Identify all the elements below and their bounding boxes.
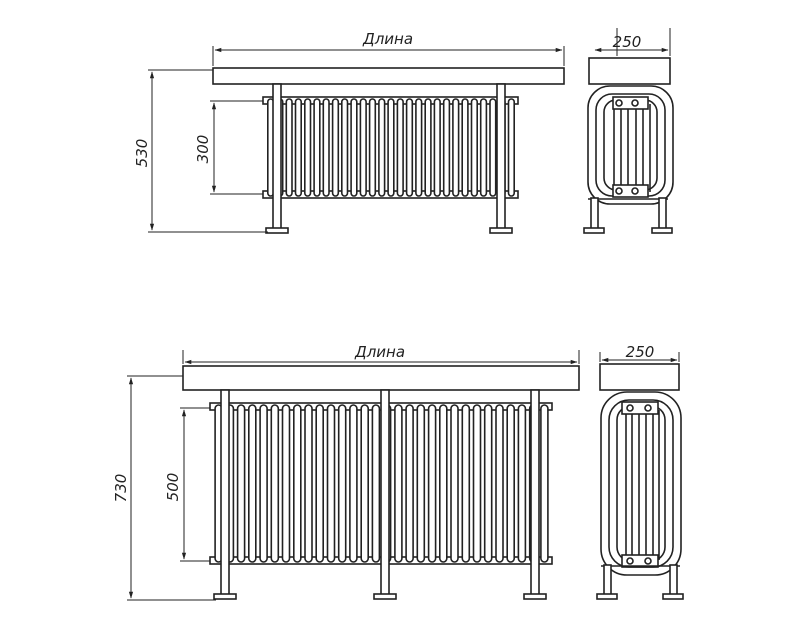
- radiator-tube: [540, 404, 549, 563]
- depth-label-short: 250: [613, 33, 642, 51]
- side-view-short-bench: [583, 28, 674, 234]
- dimensions-tall-bench: [127, 350, 580, 601]
- radiator-tube: [470, 98, 478, 197]
- radiator-tube: [360, 404, 370, 563]
- radiator-tube: [506, 404, 516, 563]
- radiator-tube: [415, 98, 423, 197]
- radiator-tube: [507, 98, 515, 197]
- radiator-tube: [405, 98, 414, 197]
- radiator-tube: [281, 404, 291, 563]
- length-label-short: Длина: [362, 30, 413, 48]
- radiator-tube: [322, 98, 330, 197]
- height-radiator-label-tall: 500: [164, 473, 182, 502]
- radiator-tube: [315, 404, 325, 563]
- front-view-short-bench: [212, 67, 565, 234]
- radiator-tube: [303, 98, 312, 197]
- radiator-tube: [270, 404, 280, 563]
- radiator-tube: [479, 98, 488, 197]
- depth-label-tall: 250: [626, 343, 655, 361]
- height-radiator-label-short: 300: [194, 135, 212, 164]
- radiator-tube: [495, 404, 504, 563]
- dimensions-short-bench: [148, 46, 565, 233]
- radiator-tube: [433, 98, 441, 197]
- radiator-tube: [294, 98, 302, 197]
- radiator-tube: [292, 404, 302, 563]
- radiator-tube: [438, 404, 448, 563]
- radiator-tube: [517, 404, 527, 563]
- radiator-tube: [248, 404, 257, 563]
- radiator-tube: [442, 98, 451, 197]
- radiator-tube: [236, 404, 246, 563]
- radiator-tube: [387, 98, 395, 197]
- radiator-tube: [285, 98, 293, 197]
- radiator-tube: [326, 404, 336, 563]
- radiator-tube: [424, 98, 432, 197]
- height-total-label-tall: 730: [112, 474, 130, 503]
- front-view-tall-bench: [182, 365, 580, 600]
- length-label-tall: Длина: [354, 343, 405, 361]
- radiator-tube: [452, 98, 460, 197]
- radiator-tube: [313, 98, 321, 197]
- radiator-tube: [483, 404, 493, 563]
- radiator-tube: [368, 98, 377, 197]
- radiator-tubes: [266, 98, 515, 197]
- radiator-tube: [450, 404, 459, 563]
- radiator-tube: [371, 404, 381, 563]
- radiator-tube: [337, 404, 347, 563]
- radiator-tube: [378, 98, 386, 197]
- radiator-tube: [394, 404, 403, 563]
- radiator-tube: [405, 404, 414, 563]
- radiator-tube: [461, 98, 469, 197]
- radiator-tube: [349, 404, 358, 563]
- radiator-tube: [472, 404, 482, 563]
- height-total-label-short: 530: [133, 139, 151, 168]
- radiator-tube: [461, 404, 471, 563]
- radiator-tube: [331, 98, 340, 197]
- radiator-tube: [489, 98, 497, 197]
- radiator-tube: [350, 98, 358, 197]
- side-view-tall-bench: [596, 352, 684, 600]
- radiator-tube: [416, 404, 426, 563]
- radiator-tube: [304, 404, 313, 563]
- radiator-tube: [396, 98, 404, 197]
- radiator-tube: [340, 98, 349, 197]
- radiator-tube: [259, 404, 268, 563]
- radiator-tube: [427, 404, 437, 563]
- radiator-tube: [359, 98, 367, 197]
